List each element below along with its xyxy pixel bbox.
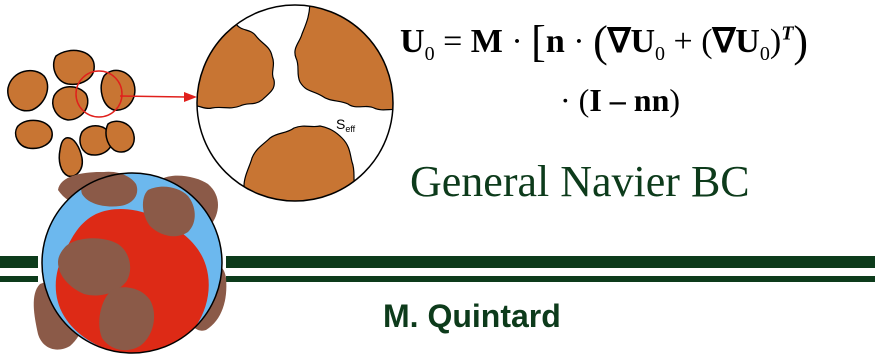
grain: [54, 50, 95, 84]
grain: [101, 70, 135, 110]
grain: [106, 121, 134, 152]
navier-bc-equation-line1: U0 = M · [n · (∇U0 + (∇U0)T): [400, 16, 808, 67]
bc-title: General Navier BC: [410, 156, 750, 207]
grain: [59, 138, 82, 177]
grain: [16, 120, 53, 148]
zoom-arrow-head: [184, 92, 197, 102]
porous-medium-view: [34, 170, 230, 354]
navier-bc-equation-line2: · (I – nn): [560, 82, 680, 119]
zoom-view: Seff: [190, 0, 400, 220]
rule-left-thin: [0, 276, 38, 282]
rule-right-thin: [226, 276, 875, 282]
grain-cluster: [8, 50, 135, 176]
zoom-arrow-shaft: [120, 96, 186, 97]
rule-right-thick: [226, 256, 875, 268]
grain: [53, 87, 88, 120]
author-name: M. Quintard: [383, 298, 561, 335]
rule-left-thick: [0, 256, 38, 268]
grain: [8, 71, 48, 111]
